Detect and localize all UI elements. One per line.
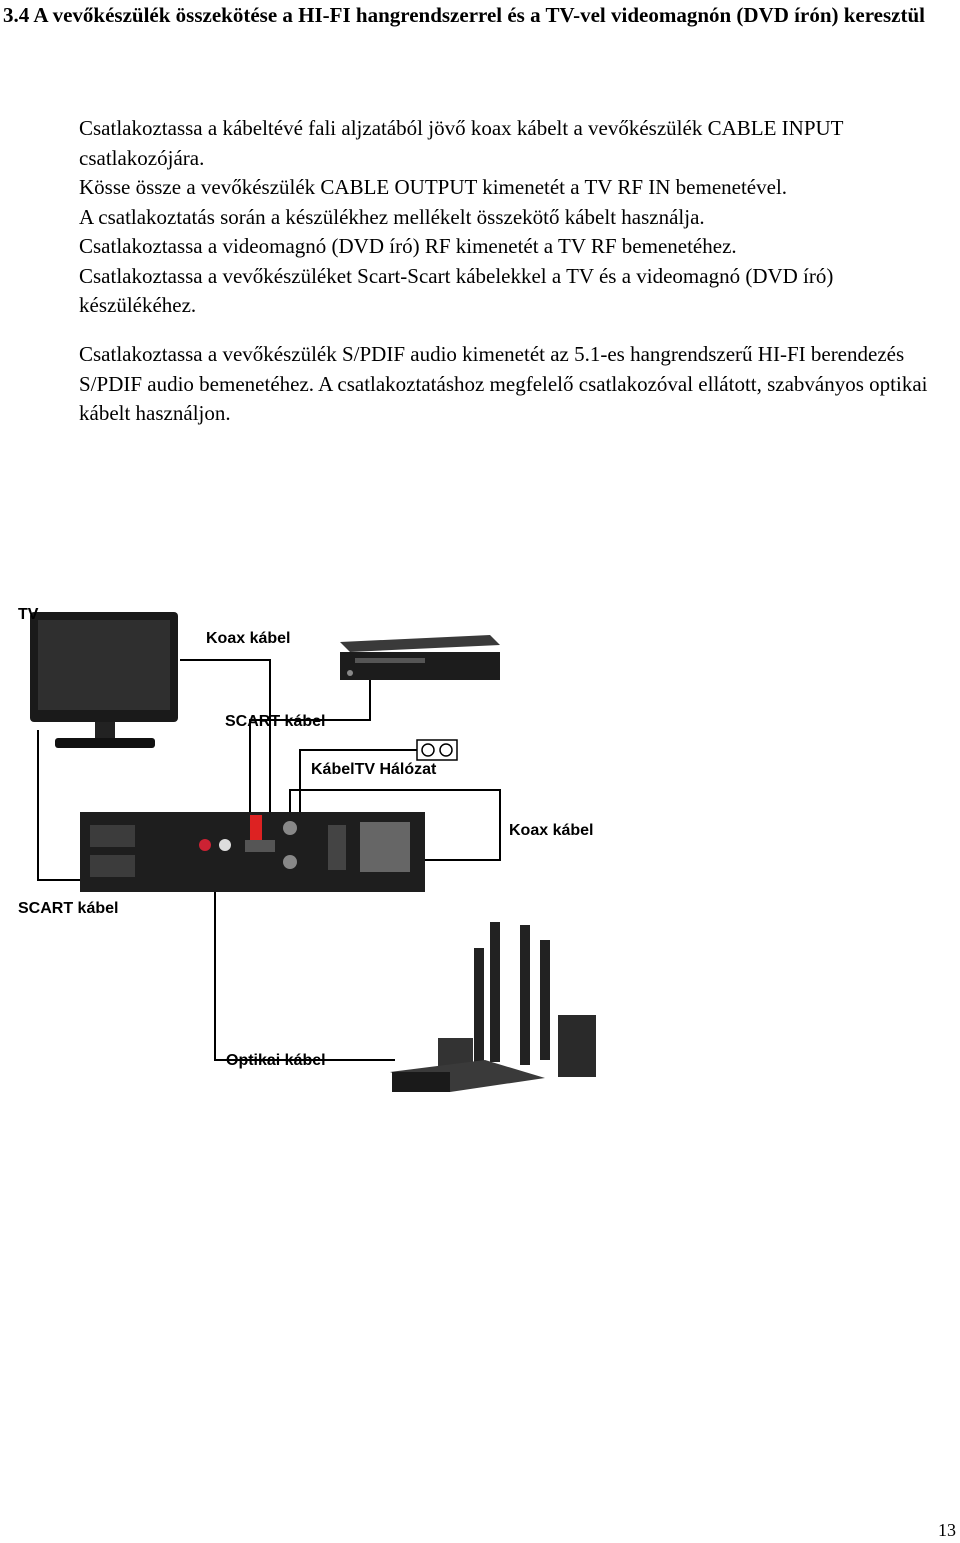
scart-line-left (37, 730, 80, 881)
cable-network-label: KábelTV Hálózat (311, 761, 437, 778)
connection-diagram: TV Koax kábel SCART kábel KábelTV Hálóza… (18, 606, 596, 1092)
tv-label: TV (18, 606, 39, 623)
scart-cable-label-left: SCART kábel (18, 900, 118, 917)
koax-line-right (289, 789, 501, 861)
instruction-line-3: A csatlakoztatás során a készülékhez mel… (79, 204, 705, 229)
optical-cable-label: Optikai kábel (226, 1052, 326, 1069)
wall-outlet-icon (416, 739, 458, 761)
section-heading: 3.4 A vevőkészülék összekötése a HI-FI h… (3, 3, 926, 27)
koax-cable-label-top: Koax kábel (206, 630, 290, 647)
audio-instruction: Csatlakoztassa a vevőkészülék S/PDIF aud… (79, 342, 928, 425)
connection-lines (37, 659, 501, 1061)
dvd-recorder-icon (340, 635, 500, 680)
instruction-line-4: Csatlakoztassa a videomagnó (DVD író) RF… (79, 234, 737, 258)
instruction-line-1: Csatlakoztassa a kábeltévé fali aljzatáb… (79, 116, 844, 170)
instruction-line-5: Csatlakoztassa a vevőkészüléket Scart-Sc… (79, 263, 834, 318)
tv-icon (30, 612, 178, 748)
koax-cable-label-right: Koax kábel (509, 822, 593, 839)
optical-line (214, 865, 395, 1061)
home-theater-icon (390, 922, 596, 1092)
cable-network-line (299, 749, 420, 825)
scart-cable-label-top: SCART kábel (225, 713, 325, 730)
koax-line-top (180, 659, 271, 825)
scart-line-top (249, 680, 371, 825)
receiver-back-panel-icon (80, 812, 425, 892)
instruction-line-2: Kösse össze a vevőkészülék CABLE OUTPUT … (79, 175, 788, 199)
page-number: 13 (938, 1520, 956, 1540)
instructions-block: Csatlakoztassa a kábeltévé fali aljzatáb… (79, 114, 949, 321)
